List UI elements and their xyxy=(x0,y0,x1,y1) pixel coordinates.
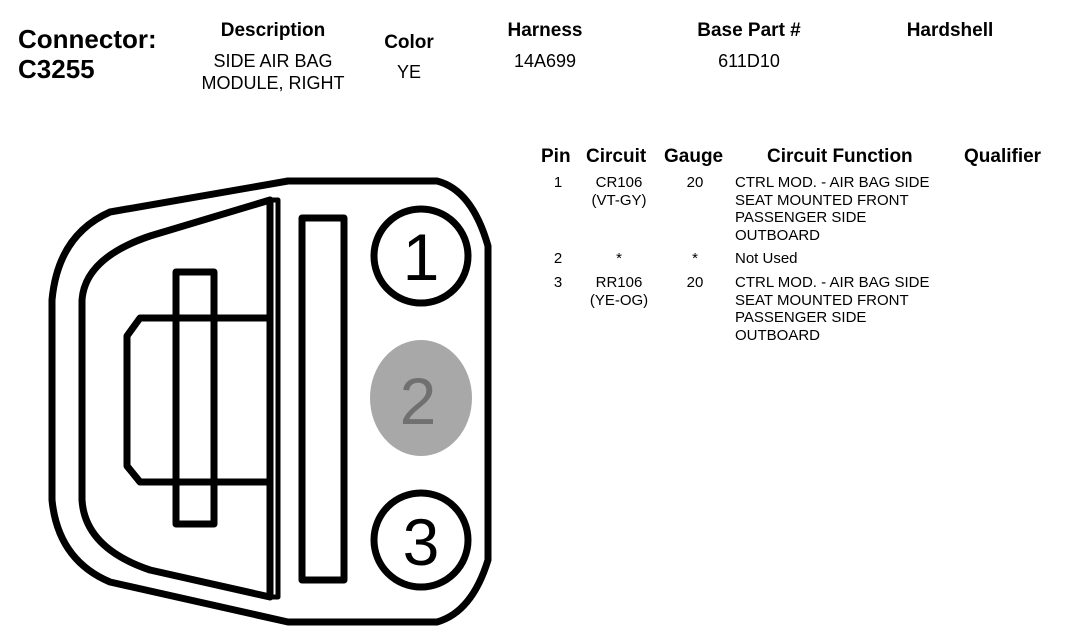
function-line: PASSENGER SIDE xyxy=(735,309,867,326)
function-line: SEAT MOUNTED FRONT xyxy=(735,191,909,209)
th-circuit: Circuit xyxy=(586,146,647,167)
pin-2-label: 2 xyxy=(400,364,437,438)
th-pin: Pin xyxy=(541,146,571,167)
rear-shell-outline xyxy=(78,196,274,601)
harness-label: Harness xyxy=(507,20,583,41)
pin-3-label: 3 xyxy=(403,505,440,579)
circuit-code: * xyxy=(616,250,622,267)
pin-3-circle xyxy=(370,489,472,591)
pin-3: 3 xyxy=(370,489,472,591)
row-pin: 1 xyxy=(553,174,563,191)
row-gauge: 20 xyxy=(686,274,704,291)
hardshell-label: Hardshell xyxy=(906,20,994,41)
row-function: Not Used xyxy=(735,250,965,268)
latch-post xyxy=(172,268,218,528)
row-circuit: RR106 (YE-OG) xyxy=(576,274,662,309)
connector-id: C3255 xyxy=(18,54,95,84)
pin-1-label: 1 xyxy=(403,220,440,294)
function-line: PASSENGER SIDE xyxy=(735,209,867,226)
description-label: Description xyxy=(220,20,326,41)
housing-outline xyxy=(48,177,492,626)
circuit-code: CR106 xyxy=(595,174,643,191)
description-line-1: SIDE AIR BAG xyxy=(213,51,333,71)
pin-1: 1 xyxy=(370,205,472,307)
th-qualifier: Qualifier xyxy=(964,146,1042,167)
row-function: CTRL MOD. - AIR BAG SIDE SEAT MOUNTED FR… xyxy=(735,274,965,344)
pin-2: 2 xyxy=(370,340,472,456)
circuit-code: RR106 xyxy=(595,274,643,291)
description-value: SIDE AIR BAG MODULE, RIGHT xyxy=(170,50,376,94)
row-function: CTRL MOD. - AIR BAG SIDE SEAT MOUNTED FR… xyxy=(735,174,965,244)
row-circuit: * xyxy=(576,250,662,268)
row-gauge: 20 xyxy=(686,174,704,191)
row-pin: 3 xyxy=(553,274,563,291)
function-line: SEAT MOUNTED FRONT xyxy=(735,291,909,309)
connector-title: Connector: C3255 xyxy=(18,24,157,84)
function-line: CTRL MOD. - AIR BAG SIDE xyxy=(735,274,930,291)
row-circuit: CR106 (VT-GY) xyxy=(576,174,662,209)
color-label: Color xyxy=(384,32,434,53)
latch-outline xyxy=(123,314,274,486)
function-line: OUTBOARD xyxy=(735,326,821,344)
function-line: OUTBOARD xyxy=(735,226,821,244)
th-gauge: Gauge xyxy=(664,146,724,167)
function-line: Not Used xyxy=(735,250,798,267)
th-function: Circuit Function xyxy=(767,146,913,167)
pin-2-circle xyxy=(370,340,472,456)
base-part-value: 611D10 xyxy=(718,51,780,71)
front-face xyxy=(267,197,281,600)
base-part-label: Base Part # xyxy=(697,20,801,41)
row-gauge: * xyxy=(692,250,698,267)
circuit-color: (YE-OG) xyxy=(589,291,649,309)
connector-label: Connector: xyxy=(18,24,157,54)
color-value: YE xyxy=(396,62,421,82)
circuit-color: (VT-GY) xyxy=(591,191,647,209)
harness-value: 14A699 xyxy=(513,51,577,71)
function-line: CTRL MOD. - AIR BAG SIDE xyxy=(735,174,930,191)
pin-1-circle xyxy=(370,205,472,307)
terminal-slot xyxy=(298,214,348,584)
row-pin: 2 xyxy=(553,250,563,267)
description-line-2: MODULE, RIGHT xyxy=(201,73,345,93)
